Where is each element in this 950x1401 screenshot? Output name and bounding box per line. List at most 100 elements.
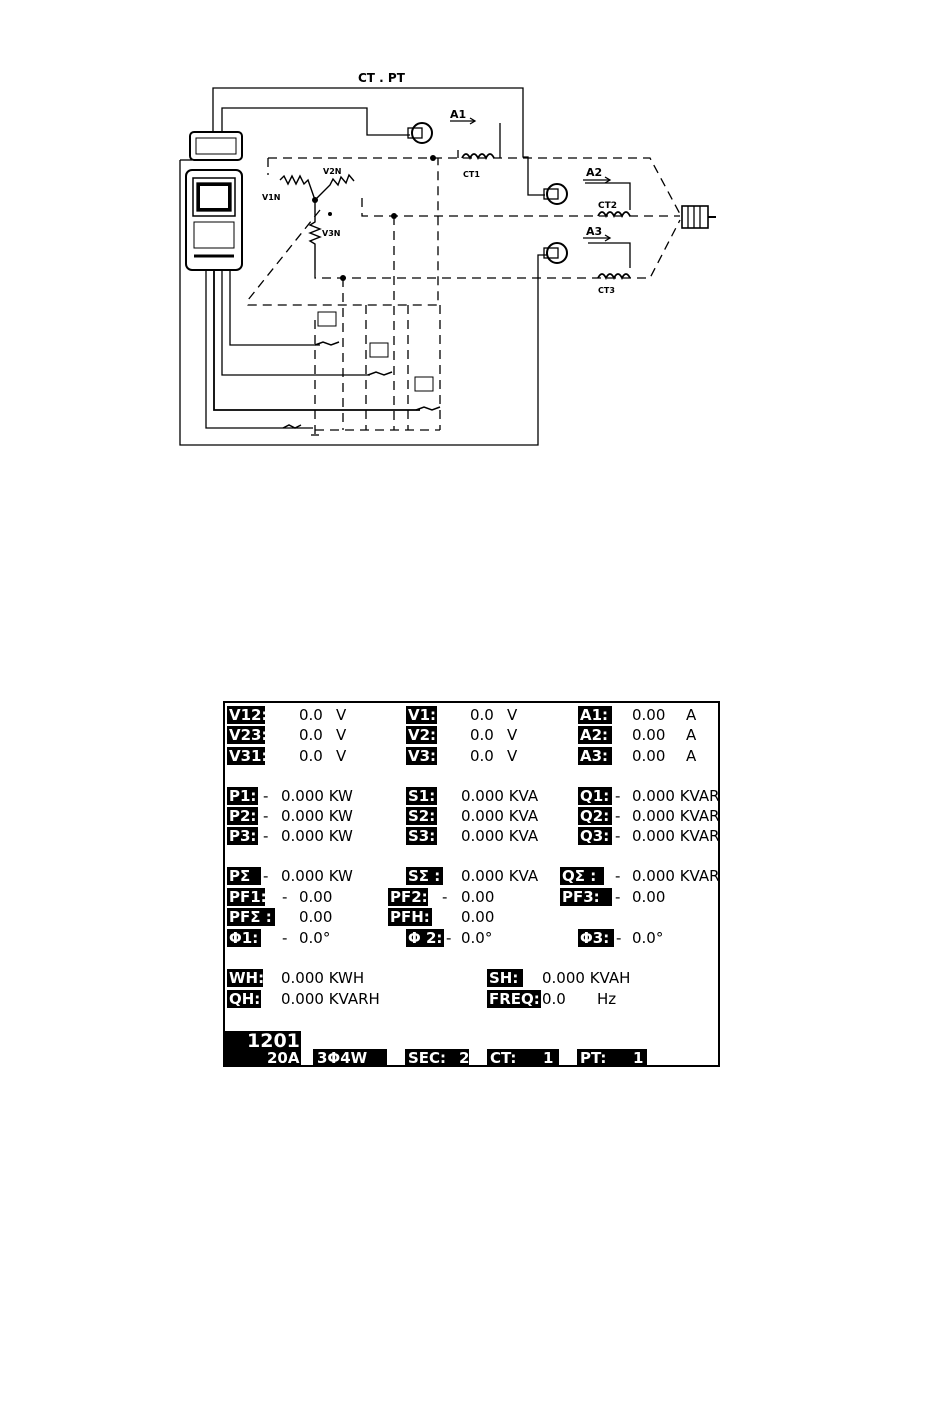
pfh-value: 0.00	[461, 908, 495, 926]
diagram-label-ct2: CT2	[598, 201, 617, 211]
qh-label: QH:	[227, 990, 261, 1008]
v23-unit: V	[336, 726, 347, 744]
diagram-label-a2: A2	[586, 166, 602, 179]
s1-value: 0.000 KVA	[461, 787, 539, 805]
v3-value: 0.0	[470, 747, 494, 765]
pf2-label: PF2:	[388, 888, 428, 906]
range-indicator: 20A	[225, 1049, 301, 1067]
a3-value: 0.00	[632, 747, 666, 765]
a1-unit: A	[686, 706, 697, 724]
pfh-label: PFH:	[388, 908, 432, 926]
p1-value: 0.000 KW	[281, 787, 353, 805]
phi2-sign: -	[446, 929, 452, 947]
v31-label: V31:	[227, 747, 268, 765]
p2-sign: -	[263, 807, 269, 825]
pf-total-label: PFΣ :	[227, 908, 275, 926]
q3-value: 0.000 KVAR	[632, 827, 720, 845]
phi1-value: 0.0°	[299, 929, 331, 947]
p1-label: P1:	[227, 787, 258, 805]
v2-label: V2:	[406, 726, 437, 744]
memory-count: 1201	[225, 1031, 301, 1051]
v1-value: 0.0	[470, 706, 494, 724]
q-total-label: QΣ :	[560, 867, 604, 885]
s3-value: 0.000 KVA	[461, 827, 539, 845]
diagram-label-v3n: V3N	[322, 229, 340, 238]
diagram-label-v2n: V2N	[323, 167, 341, 176]
v23-value: 0.0	[299, 726, 323, 744]
p3-value: 0.000 KW	[281, 827, 353, 845]
phi3-label: Φ3:	[578, 929, 614, 947]
p-total-sign: -	[263, 867, 269, 885]
p3-sign: -	[263, 827, 269, 845]
pf3-label: PF3:	[560, 888, 612, 906]
pf1-label: PF1:	[227, 888, 267, 906]
phi2-value: 0.0°	[461, 929, 493, 947]
freq-label: FREQ:	[487, 990, 541, 1008]
meter-lcd-screen: V12: 0.0 V V23: 0.0 V V31: 0.0 V V1: 0.0…	[223, 701, 720, 1067]
sh-label: SH:	[487, 969, 523, 987]
a2-label: A2:	[578, 726, 612, 744]
p-total-label: PΣ	[227, 867, 261, 885]
v3-label: V3:	[406, 747, 437, 765]
pf-total-value: 0.00	[299, 908, 333, 926]
pf1-value: 0.00	[299, 888, 333, 906]
diagram-label-ct1: CT1	[463, 170, 480, 179]
q1-sign: -	[615, 787, 621, 805]
sec-value: 2	[459, 1049, 470, 1067]
diagram-label-ct3: CT3	[598, 286, 615, 295]
p2-value: 0.000 KW	[281, 807, 353, 825]
p1-sign: -	[263, 787, 269, 805]
s2-value: 0.000 KVA	[461, 807, 539, 825]
phi3-sign: -	[616, 929, 622, 947]
v2-value: 0.0	[470, 726, 494, 744]
pt-label: PT:	[577, 1049, 647, 1067]
phi1-sign: -	[282, 929, 288, 947]
pt-value: 1	[633, 1049, 644, 1067]
s-total-label: SΣ :	[406, 867, 443, 885]
q1-label: Q1:	[578, 787, 612, 805]
p2-label: P2:	[227, 807, 258, 825]
ct-label: CT:	[487, 1049, 559, 1067]
diagram-label-v1n: V1N	[262, 193, 280, 202]
sh-value: 0.000 KVAH	[542, 969, 631, 987]
s2-label: S2:	[406, 807, 437, 825]
q3-sign: -	[615, 827, 621, 845]
v23-label: V23:	[227, 726, 268, 744]
v1-unit: V	[507, 706, 518, 724]
q2-value: 0.000 KVAR	[632, 807, 720, 825]
v31-unit: V	[336, 747, 347, 765]
q3-label: Q3:	[578, 827, 612, 845]
s1-label: S1:	[406, 787, 437, 805]
freq-value: 0.0	[542, 990, 566, 1008]
q2-sign: -	[615, 807, 621, 825]
wh-value: 0.000 KWH	[281, 969, 365, 987]
v2-unit: V	[507, 726, 518, 744]
q-total-value: 0.000 KVAR	[632, 867, 720, 885]
p3-label: P3:	[227, 827, 258, 845]
q2-label: Q2:	[578, 807, 612, 825]
v12-value: 0.0	[299, 706, 323, 724]
a1-label: A1:	[578, 706, 612, 724]
q1-value: 0.000 KVAR	[632, 787, 720, 805]
v1-label: V1:	[406, 706, 437, 724]
phi1-label: Φ1:	[227, 929, 261, 947]
wh-label: WH:	[227, 969, 265, 987]
v12-label: V12:	[227, 706, 268, 724]
pf3-sign: -	[615, 888, 621, 906]
a3-label: A3:	[578, 747, 612, 765]
a3-unit: A	[686, 747, 697, 765]
s3-label: S3:	[406, 827, 437, 845]
v3-unit: V	[507, 747, 518, 765]
ct-value: 1	[543, 1049, 554, 1067]
q-total-sign: -	[615, 867, 621, 885]
sec-label: SEC:	[405, 1049, 469, 1067]
v12-unit: V	[336, 706, 347, 724]
wiring-mode: 3Φ4W	[313, 1049, 387, 1067]
pf1-sign: -	[282, 888, 288, 906]
wiring-diagram: CT . PT A1 A2 A3 CT1 CT2 CT3 V1N V2N V3N	[179, 71, 716, 446]
freq-unit: Hz	[597, 990, 617, 1008]
qh-value: 0.000 KVARH	[281, 990, 380, 1008]
v31-value: 0.0	[299, 747, 323, 765]
phi3-value: 0.0°	[632, 929, 664, 947]
a2-value: 0.00	[632, 726, 666, 744]
